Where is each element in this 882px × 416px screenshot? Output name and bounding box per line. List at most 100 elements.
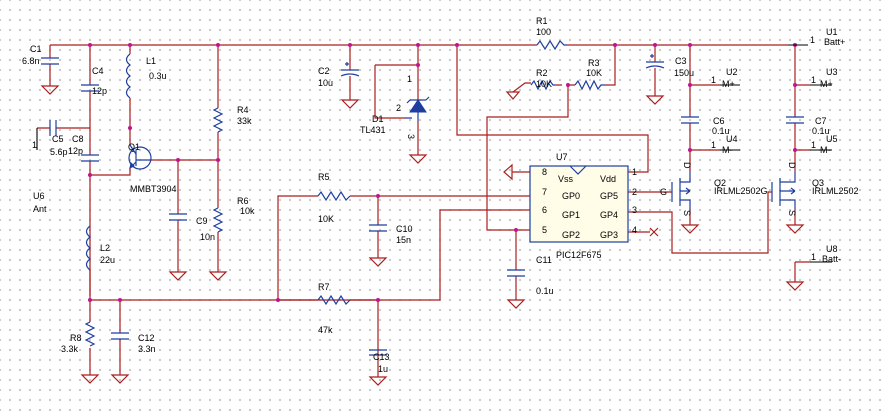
pin-number: 1 — [711, 75, 716, 85]
ic-pin-number: 5 — [542, 225, 547, 235]
value-r1: 100 — [536, 27, 551, 37]
mosfet-q3[interactable] — [771, 172, 796, 210]
ref-c9: C9 — [196, 216, 208, 226]
junction-dot — [613, 43, 617, 47]
junction-dot — [455, 43, 459, 47]
value-r6: 10k — [240, 206, 255, 216]
ref-u6: U6 — [33, 191, 45, 201]
ref-l1: L1 — [146, 56, 156, 66]
capacitor-c12[interactable] — [111, 332, 129, 340]
drain-mark-q2: D — [682, 162, 692, 169]
ref-c12: C12 — [138, 333, 155, 343]
resistor-r8[interactable] — [84, 321, 96, 347]
value-c4: 12p — [92, 86, 107, 96]
value-c12: 3.3n — [138, 344, 156, 354]
value-c5: 5.6p — [50, 147, 68, 157]
value-r8: 3.3k — [61, 344, 79, 354]
mosfet-q2[interactable] — [671, 172, 691, 210]
pin-number: 1 — [811, 140, 816, 150]
resistor-r4[interactable] — [212, 107, 224, 133]
pin-number: 1 — [407, 74, 412, 84]
capacitor-c13[interactable] — [369, 349, 387, 356]
resistor-r2[interactable] — [530, 79, 555, 91]
junction-dot — [88, 298, 92, 302]
ic-pin-gp1: GP1 — [562, 210, 580, 220]
capacitor-c3[interactable] — [645, 54, 665, 69]
capacitor-c9[interactable] — [169, 213, 187, 221]
net-u4: M- — [722, 145, 733, 155]
junction-dot — [118, 298, 122, 302]
resistor-r7[interactable] — [317, 294, 351, 306]
ref-r3: R3 — [588, 58, 600, 68]
value-q1: MMBT3904 — [130, 184, 177, 194]
ic-pin-number: 1 — [632, 167, 637, 177]
capacitor-c8[interactable] — [81, 154, 99, 162]
value-c7: 0.1u — [812, 126, 830, 136]
junction-dot — [793, 148, 797, 152]
ic-pin-gp3: GP3 — [600, 230, 618, 240]
capacitor-c4[interactable] — [81, 84, 99, 92]
ic-pin-number: 8 — [542, 167, 547, 177]
ref-c2: C2 — [318, 66, 330, 76]
junction-dot — [348, 43, 352, 47]
resistor-r3[interactable] — [574, 79, 605, 91]
ref-r4: R4 — [237, 105, 249, 115]
value-c1: 6.8n — [22, 56, 40, 66]
ic-pin-vdd: Vdd — [600, 174, 616, 184]
junction-dot — [688, 43, 692, 47]
ref-c8: C8 — [72, 134, 84, 144]
ic-u7[interactable] — [529, 165, 629, 243]
capacitor-c2[interactable] — [340, 62, 360, 77]
junction-dot — [88, 173, 92, 177]
inductor-l1[interactable] — [125, 53, 131, 99]
inductor-l2[interactable] — [85, 225, 91, 271]
junction-dot — [416, 43, 420, 47]
ic-pin-gp4: GP4 — [600, 210, 618, 220]
capacitor-c11[interactable] — [507, 269, 525, 277]
ref-q1: Q1 — [128, 142, 140, 152]
capacitor-c1[interactable] — [41, 57, 59, 65]
ic-pin-number: 2 — [632, 187, 637, 197]
capacitor-c7[interactable] — [786, 116, 804, 124]
pin-number: 3 — [406, 134, 416, 139]
capacitor-c10[interactable] — [369, 224, 387, 232]
ref-r1: R1 — [536, 16, 548, 26]
net-u5: M- — [820, 145, 831, 155]
ic-pin-gp2: GP2 — [562, 230, 580, 240]
ref-c11: C11 — [536, 255, 552, 265]
junction-dot — [276, 298, 280, 302]
ref-l2: L2 — [100, 243, 110, 253]
pin-number: 1 — [811, 252, 816, 262]
pin-number: 1 — [811, 75, 816, 85]
r5-net-wire — [277, 195, 530, 300]
ic-pin-number: 7 — [542, 187, 547, 197]
transistor-q1[interactable] — [128, 144, 152, 170]
ic-pin-gp5: GP5 — [600, 191, 618, 201]
ground-symbols — [40, 85, 805, 386]
capacitor-c5[interactable] — [49, 120, 57, 136]
value-c3: 150u — [674, 68, 694, 78]
junction-dot — [376, 194, 380, 198]
gate-label: G — [660, 187, 667, 197]
ref-c13: C13 — [373, 352, 390, 362]
resistor-r6[interactable] — [212, 207, 224, 233]
resistor-r1[interactable] — [536, 39, 567, 51]
value-c6: 0.1u — [712, 126, 730, 136]
value-r3: 10K — [586, 68, 602, 78]
net-u2: M+ — [722, 79, 735, 89]
ic-pin-gp0: GP0 — [562, 191, 580, 201]
ref-u2: U2 — [726, 67, 738, 77]
shunt-regulator-d1[interactable] — [405, 96, 430, 122]
junction-dot — [216, 158, 220, 162]
capacitor-c6[interactable] — [681, 116, 699, 124]
q3-net-wire — [794, 45, 810, 225]
part-u7: PIC12F675 — [556, 250, 602, 260]
resistor-r5[interactable] — [317, 190, 351, 202]
junction-dot — [514, 228, 518, 232]
junction-dot — [216, 43, 220, 47]
junction-dot — [653, 43, 657, 47]
ref-u3: U3 — [826, 67, 838, 77]
value-r4: 33k — [237, 116, 252, 126]
